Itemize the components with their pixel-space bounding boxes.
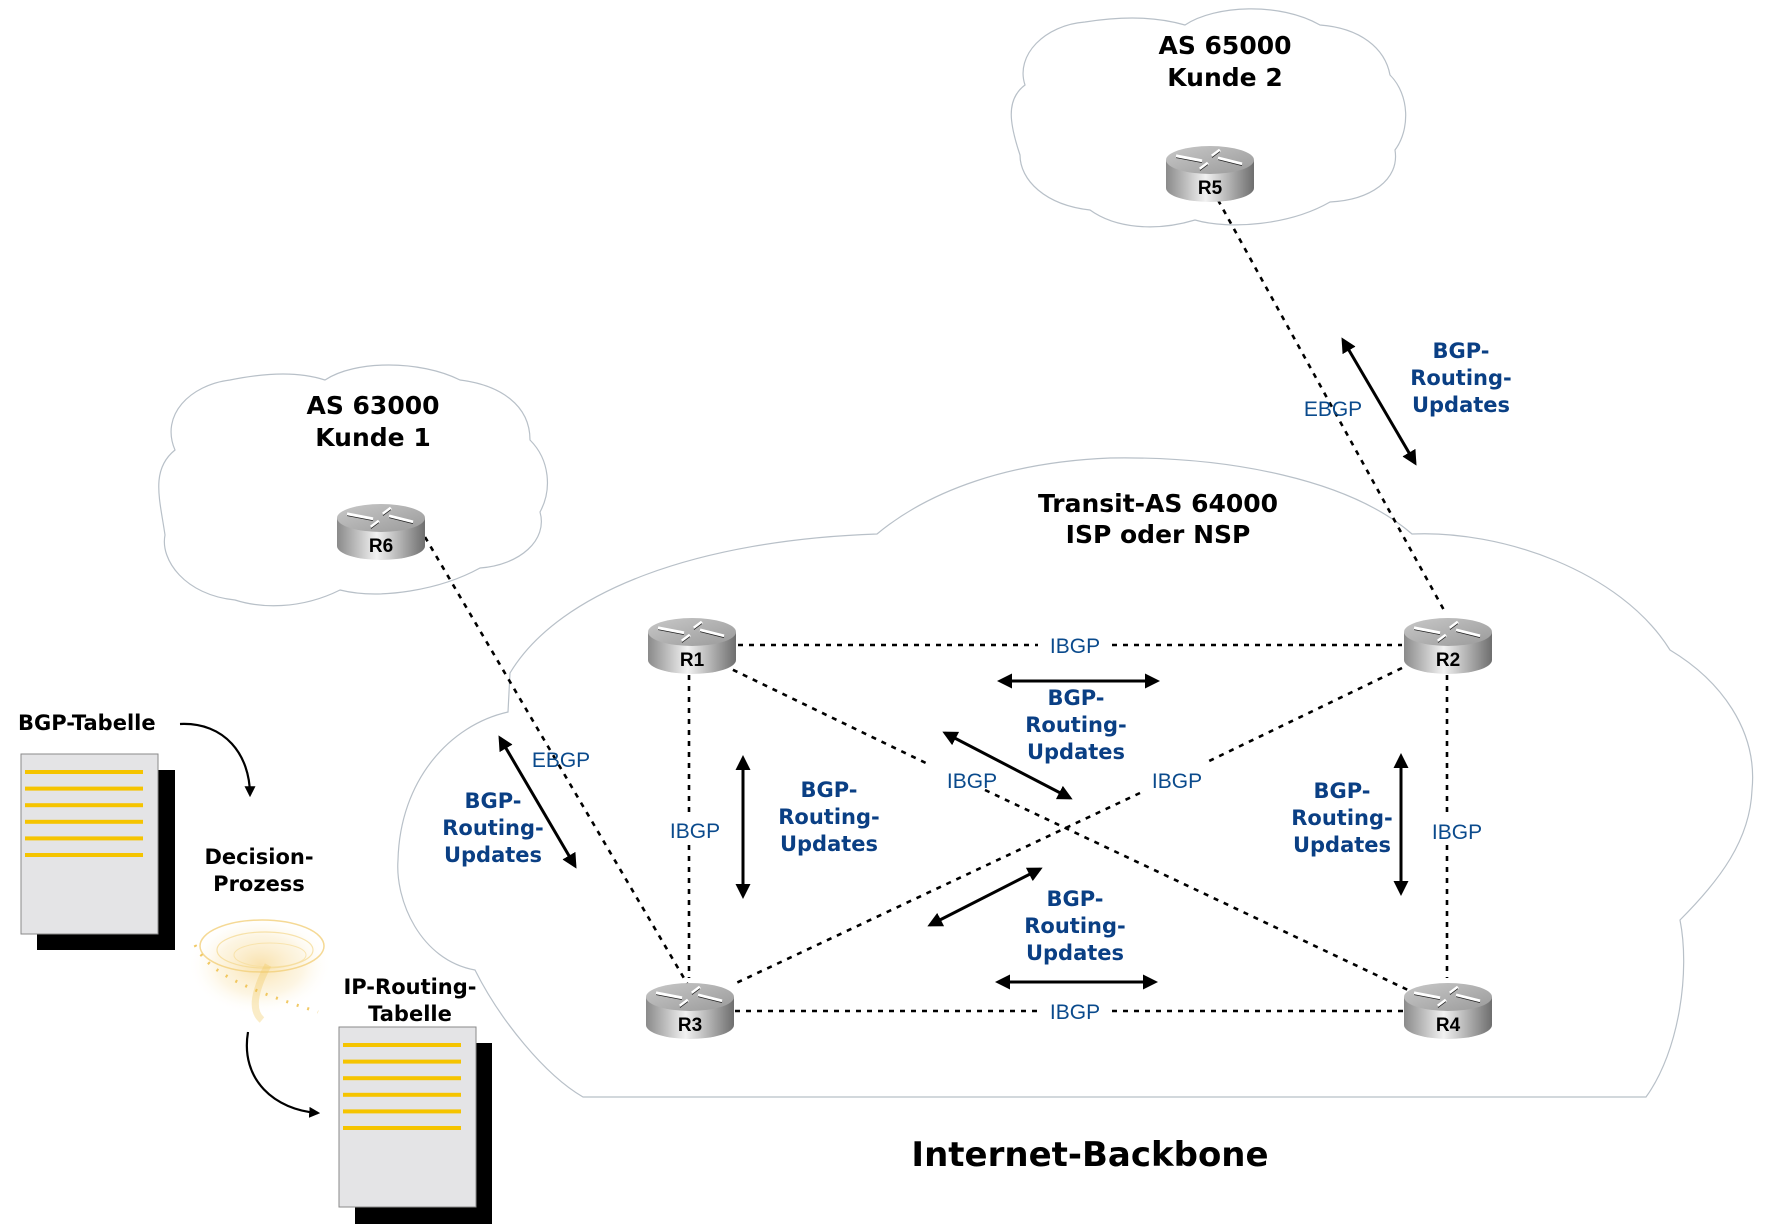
table-entry-line bbox=[25, 836, 143, 841]
update-label-line1: BGP- bbox=[1047, 887, 1104, 911]
router-label: R3 bbox=[678, 1015, 702, 1036]
update-label-line2: Routing- bbox=[1025, 713, 1126, 737]
update-arrow-r1-r4 bbox=[942, 731, 1073, 800]
kunde1-title-line2: Kunde 1 bbox=[315, 423, 430, 452]
update-label-line1: BGP- bbox=[801, 778, 858, 802]
update-label-line3: Updates bbox=[1293, 833, 1391, 857]
decision-label-line1: Decision- bbox=[204, 845, 313, 869]
table-entry-line bbox=[25, 853, 143, 857]
transit-title: Transit-AS 64000 ISP oder NSP bbox=[1038, 489, 1278, 549]
update-label-line2: Routing- bbox=[1410, 366, 1511, 390]
update-label-r2-r4: BGP- Routing- Updates bbox=[1291, 779, 1392, 857]
update-arrow-r6-r3 bbox=[498, 735, 577, 869]
router-arrows-icon bbox=[346, 506, 414, 529]
kunde1-cloud bbox=[158, 364, 549, 607]
router-label: R2 bbox=[1436, 650, 1460, 671]
kunde2-title: AS 65000 Kunde 2 bbox=[1158, 31, 1291, 92]
ip-table-label-line2: Tabelle bbox=[368, 1002, 452, 1026]
router-arrows-icon bbox=[655, 985, 723, 1008]
update-label-r5-r2: BGP- Routing- Updates bbox=[1410, 339, 1511, 417]
router-r1[interactable]: R1 bbox=[648, 618, 736, 674]
kunde2-title-line2: Kunde 2 bbox=[1167, 63, 1282, 92]
update-label-line2: Routing- bbox=[442, 816, 543, 840]
update-label-r6-r3: BGP- Routing- Updates bbox=[442, 789, 543, 867]
router-label: R4 bbox=[1436, 1015, 1461, 1036]
ip-table-label-line1: IP-Routing- bbox=[343, 975, 476, 999]
update-label-line1: BGP- bbox=[1314, 779, 1371, 803]
table-entry-line bbox=[343, 1126, 461, 1130]
kunde1-title: AS 63000 Kunde 1 bbox=[306, 391, 439, 452]
router-arrows-icon bbox=[657, 620, 725, 643]
kunde1-title-line1: AS 63000 bbox=[306, 391, 439, 420]
arrow-decision-to-ip bbox=[245, 1031, 321, 1118]
table-entry-line bbox=[343, 1092, 461, 1097]
link-label-r1-r4: IBGP bbox=[947, 770, 997, 793]
update-arrow-r2-r3 bbox=[927, 867, 1043, 927]
router-label: R5 bbox=[1198, 178, 1223, 199]
link-r1-r4 bbox=[722, 663, 931, 767]
table-entry-line bbox=[343, 1109, 461, 1114]
update-label-line2: Routing- bbox=[1291, 806, 1392, 830]
link-r1-r4-b bbox=[984, 788, 1409, 992]
bgp-table-label: BGP-Tabelle bbox=[18, 711, 156, 735]
update-label-line1: BGP- bbox=[1048, 686, 1105, 710]
update-label-r1-r3: BGP- Routing- Updates bbox=[778, 778, 879, 856]
router-arrows-icon bbox=[1413, 620, 1481, 643]
ip-routing-table-document bbox=[338, 1026, 492, 1224]
update-label-line1: BGP- bbox=[465, 789, 522, 813]
link-r5-r2 bbox=[1216, 199, 1447, 613]
transit-title-line1: Transit-AS 64000 bbox=[1038, 489, 1278, 518]
update-label-line3: Updates bbox=[1027, 740, 1125, 764]
router-r2[interactable]: R2 bbox=[1404, 618, 1492, 674]
link-label-r1-r2: IBGP bbox=[1050, 635, 1100, 658]
router-r5[interactable]: R5 bbox=[1166, 146, 1254, 202]
link-r2-r3 bbox=[1204, 666, 1403, 765]
link-label-r6-r3: EBGP bbox=[532, 749, 590, 772]
router-r3[interactable]: R3 bbox=[646, 983, 734, 1039]
table-entry-line bbox=[25, 819, 143, 824]
update-label-line3: Updates bbox=[1412, 393, 1510, 417]
link-r6-r3 bbox=[423, 536, 690, 986]
transit-as-cloud bbox=[397, 457, 1754, 1098]
table-entry-line bbox=[343, 1043, 461, 1047]
update-label-line2: Routing- bbox=[1024, 914, 1125, 938]
internet-backbone-label: Internet-Backbone bbox=[911, 1135, 1268, 1175]
update-label-line3: Updates bbox=[1026, 941, 1124, 965]
bgp-table-document bbox=[20, 753, 175, 950]
decision-label-line2: Prozess bbox=[213, 872, 305, 896]
router-arrows-icon bbox=[1413, 985, 1481, 1008]
update-label-line3: Updates bbox=[444, 843, 542, 867]
link-label-r1-r3: IBGP bbox=[670, 820, 720, 843]
update-label-line3: Updates bbox=[780, 832, 878, 856]
ip-table-sheet bbox=[338, 1026, 477, 1208]
bgp-table-sheet bbox=[20, 753, 159, 935]
table-entry-line bbox=[343, 1076, 461, 1081]
kunde2-title-line1: AS 65000 bbox=[1158, 31, 1291, 60]
arrow-bgp-to-decision bbox=[179, 722, 256, 798]
update-arrow-r5-r2 bbox=[1341, 337, 1417, 466]
router-r6[interactable]: R6 bbox=[337, 504, 425, 560]
router-r4[interactable]: R4 bbox=[1404, 983, 1492, 1039]
decision-process-swirl-icon bbox=[188, 915, 332, 1023]
link-label-r2-r4: IBGP bbox=[1432, 821, 1482, 844]
table-entry-line bbox=[25, 786, 143, 791]
kunde2-cloud bbox=[1010, 8, 1407, 228]
router-arrows-icon bbox=[1175, 148, 1243, 171]
update-label-line1: BGP- bbox=[1433, 339, 1490, 363]
transit-title-line2: ISP oder NSP bbox=[1066, 520, 1251, 549]
router-label: R1 bbox=[680, 650, 705, 671]
link-label-r5-r2: EBGP bbox=[1304, 398, 1362, 421]
table-entry-line bbox=[25, 770, 143, 774]
update-label-r1-r2: BGP- Routing- Updates bbox=[1025, 686, 1126, 764]
update-label-r3-r4: BGP- Routing- Updates bbox=[1024, 887, 1125, 965]
update-label-line2: Routing- bbox=[778, 805, 879, 829]
table-entry-line bbox=[343, 1059, 461, 1064]
link-label-r2-r3: IBGP bbox=[1152, 770, 1202, 793]
table-entry-line bbox=[25, 803, 143, 808]
link-r2-r3-b bbox=[731, 791, 1141, 987]
link-label-r3-r4: IBGP bbox=[1050, 1001, 1100, 1024]
router-label: R6 bbox=[369, 536, 393, 557]
